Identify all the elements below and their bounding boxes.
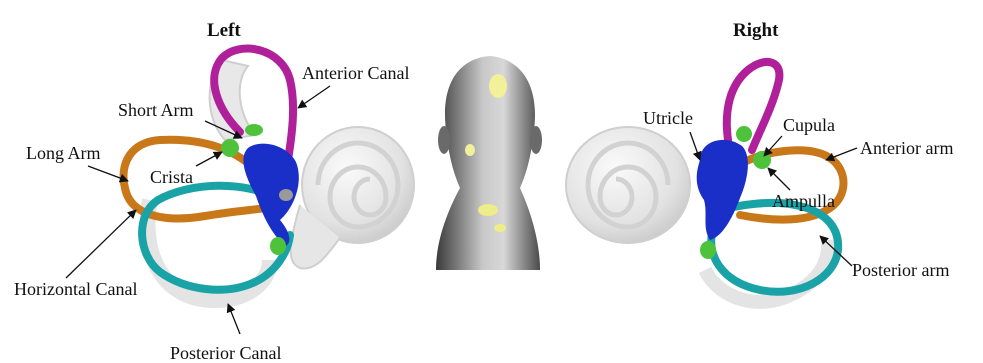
label-short-arm: Short Arm — [118, 100, 194, 120]
label-cupula: Cupula — [783, 115, 835, 135]
arrow-crista — [196, 152, 222, 166]
right-ear — [566, 62, 844, 302]
arrow-posterior-canal — [228, 304, 240, 334]
right-anterior-canal — [727, 62, 780, 150]
arrow-anterior-canal — [298, 86, 330, 108]
arrow-utricle — [690, 132, 700, 160]
left-cochlea — [291, 127, 414, 268]
label-posterior-arm: Posterior arm — [852, 260, 949, 280]
label-anterior-canal: Anterior Canal — [302, 63, 409, 83]
left-crista — [221, 139, 239, 157]
arrow-horizontal-canal — [66, 210, 136, 278]
label-long-arm: Long Arm — [26, 143, 101, 163]
right-ampulla-posterior — [700, 241, 716, 259]
right-cupula — [736, 126, 752, 142]
head-model — [436, 56, 542, 270]
right-utricle — [697, 140, 748, 240]
label-posterior-canal: Posterior Canal — [170, 343, 281, 363]
right-ampulla — [753, 151, 771, 169]
title-right: Right — [733, 20, 779, 41]
label-horizontal-canal: Horizontal Canal — [14, 279, 137, 299]
right-cochlea — [566, 127, 690, 243]
label-utricle: Utricle — [643, 108, 693, 128]
label-anterior-arm: Anterior arm — [860, 138, 953, 158]
arrow-ampulla — [768, 168, 790, 190]
title-left: Left — [207, 20, 241, 41]
left-ampulla-posterior — [270, 237, 286, 255]
left-ampulla-anterior — [245, 124, 263, 136]
label-crista: Crista — [150, 167, 193, 187]
label-ampulla: Ampulla — [772, 191, 835, 211]
